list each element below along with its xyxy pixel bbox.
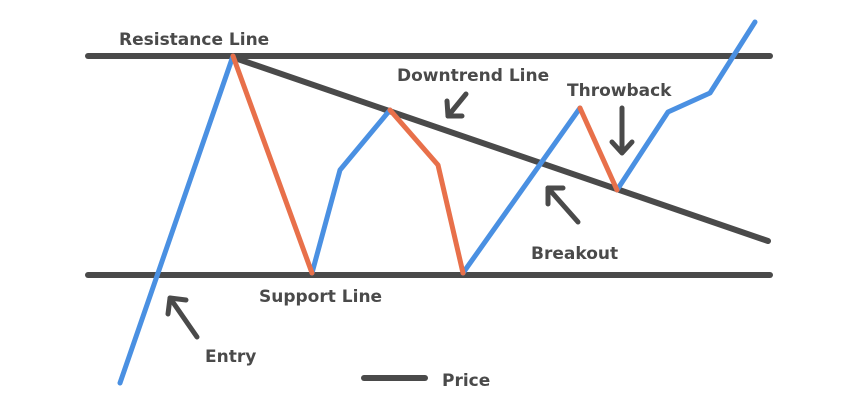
support-line-label: Support Line xyxy=(259,287,382,307)
price-rise-3 xyxy=(460,105,583,276)
throwback-label: Throwback xyxy=(567,81,672,101)
throwback-arrow-icon xyxy=(609,105,635,156)
price-rise-2 xyxy=(309,107,393,276)
legend-label: Price xyxy=(442,371,490,391)
price-rise-1 xyxy=(117,53,236,386)
price-fall-3 xyxy=(577,105,620,193)
price-fall-1 xyxy=(230,53,315,276)
breakout-arrow-icon xyxy=(545,185,581,225)
downtrend-line xyxy=(229,54,771,244)
legend: Price xyxy=(361,371,490,391)
price-rise-4 xyxy=(614,19,758,193)
price-fall-2 xyxy=(387,107,466,276)
breakout-label: Breakout xyxy=(531,244,618,264)
entry-label: Entry xyxy=(205,347,256,367)
downtrend-line-label: Downtrend Line xyxy=(397,66,549,86)
entry-arrow-icon xyxy=(165,295,200,340)
resistance-line-label: Resistance Line xyxy=(119,30,269,50)
downtrend-arrow-icon xyxy=(444,91,469,119)
